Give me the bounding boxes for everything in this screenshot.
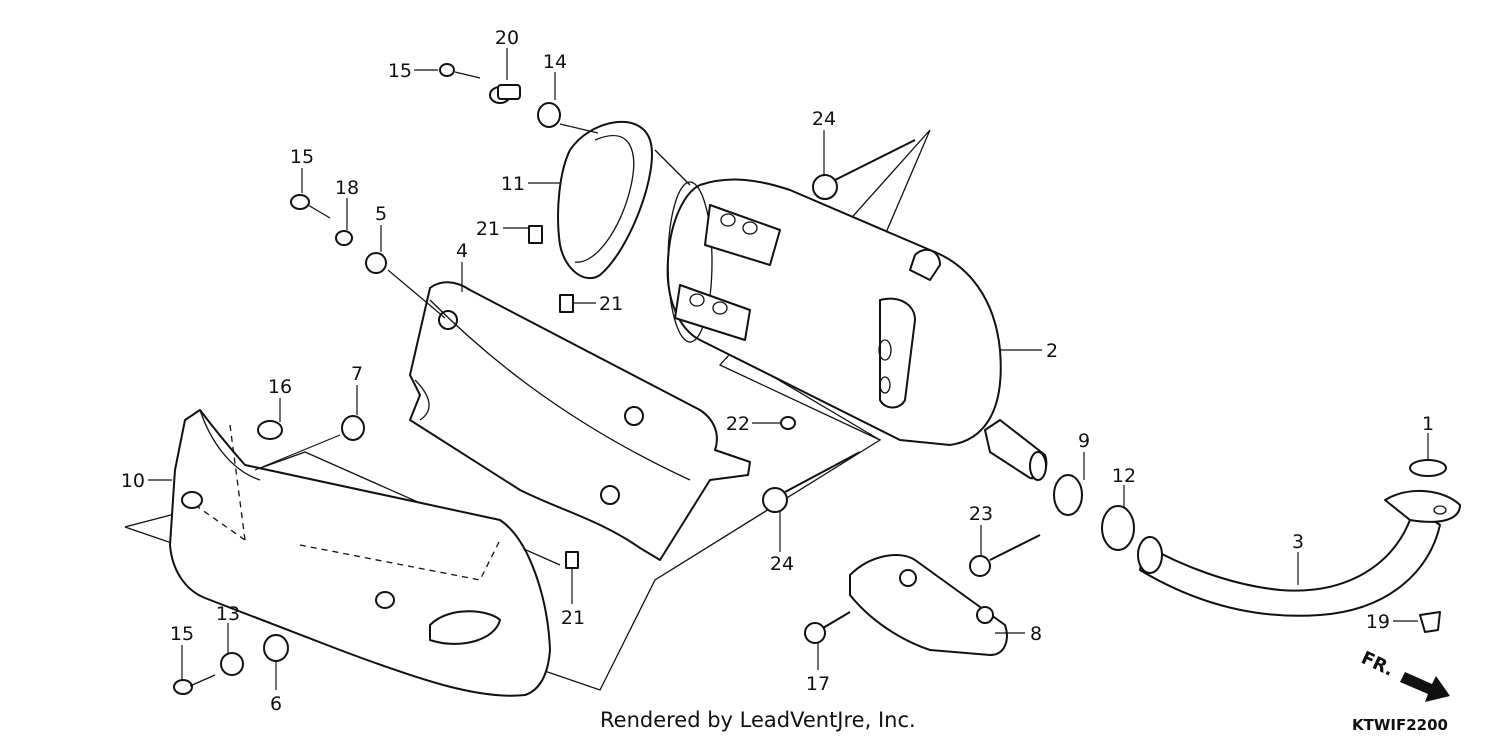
callout-24-upper: 24 — [812, 108, 836, 130]
part-exhaust-pipe — [1137, 489, 1461, 617]
callout-5: 5 — [375, 203, 387, 225]
callout-21-upper: 21 — [476, 218, 500, 240]
render-credit: Rendered by LeadVentJre, Inc. — [600, 708, 916, 732]
front-direction-indicator: FR. — [1358, 647, 1450, 702]
leader-lines — [148, 48, 1429, 690]
callout-13: 13 — [216, 603, 240, 625]
callout-4: 4 — [456, 240, 468, 262]
callout-1: 1 — [1422, 413, 1434, 435]
callout-24-lower: 24 — [770, 553, 794, 575]
callout-9: 9 — [1078, 430, 1090, 452]
callout-20: 20 — [495, 27, 519, 49]
callout-21-middle: 21 — [599, 293, 623, 315]
callout-15-left: 15 — [290, 146, 314, 168]
callout-numbers: 1 2 3 4 5 6 7 8 9 10 11 12 13 14 15 15 1… — [121, 27, 1434, 715]
callout-14: 14 — [543, 51, 567, 73]
direction-label: FR. — [1358, 647, 1397, 680]
callout-17: 17 — [806, 673, 830, 695]
part-pipe-heat-shield — [849, 554, 1008, 656]
callout-10: 10 — [121, 470, 145, 492]
part-muffler-end-cover — [557, 121, 691, 280]
callout-16: 16 — [268, 376, 292, 398]
callout-3: 3 — [1292, 531, 1304, 553]
part-muffler — [666, 178, 1048, 481]
callout-8: 8 — [1030, 623, 1042, 645]
callout-15-top: 15 — [388, 60, 412, 82]
part-hardware — [173, 63, 1447, 695]
callout-2: 2 — [1046, 340, 1058, 362]
front-arrow-icon — [1400, 672, 1450, 702]
callout-12: 12 — [1112, 465, 1136, 487]
callout-23: 23 — [969, 503, 993, 525]
callout-11: 11 — [501, 173, 525, 195]
callout-7: 7 — [351, 363, 363, 385]
diagram-code: KTWIF2200 — [1352, 716, 1448, 734]
callout-21-lower: 21 — [561, 607, 585, 629]
callout-6: 6 — [270, 693, 282, 715]
callout-22: 22 — [726, 413, 750, 435]
callout-15-bottom: 15 — [170, 623, 194, 645]
callout-18: 18 — [335, 177, 359, 199]
callout-19: 19 — [1366, 611, 1390, 633]
part-heat-guard — [409, 281, 751, 561]
part-lower-cover — [169, 409, 551, 697]
